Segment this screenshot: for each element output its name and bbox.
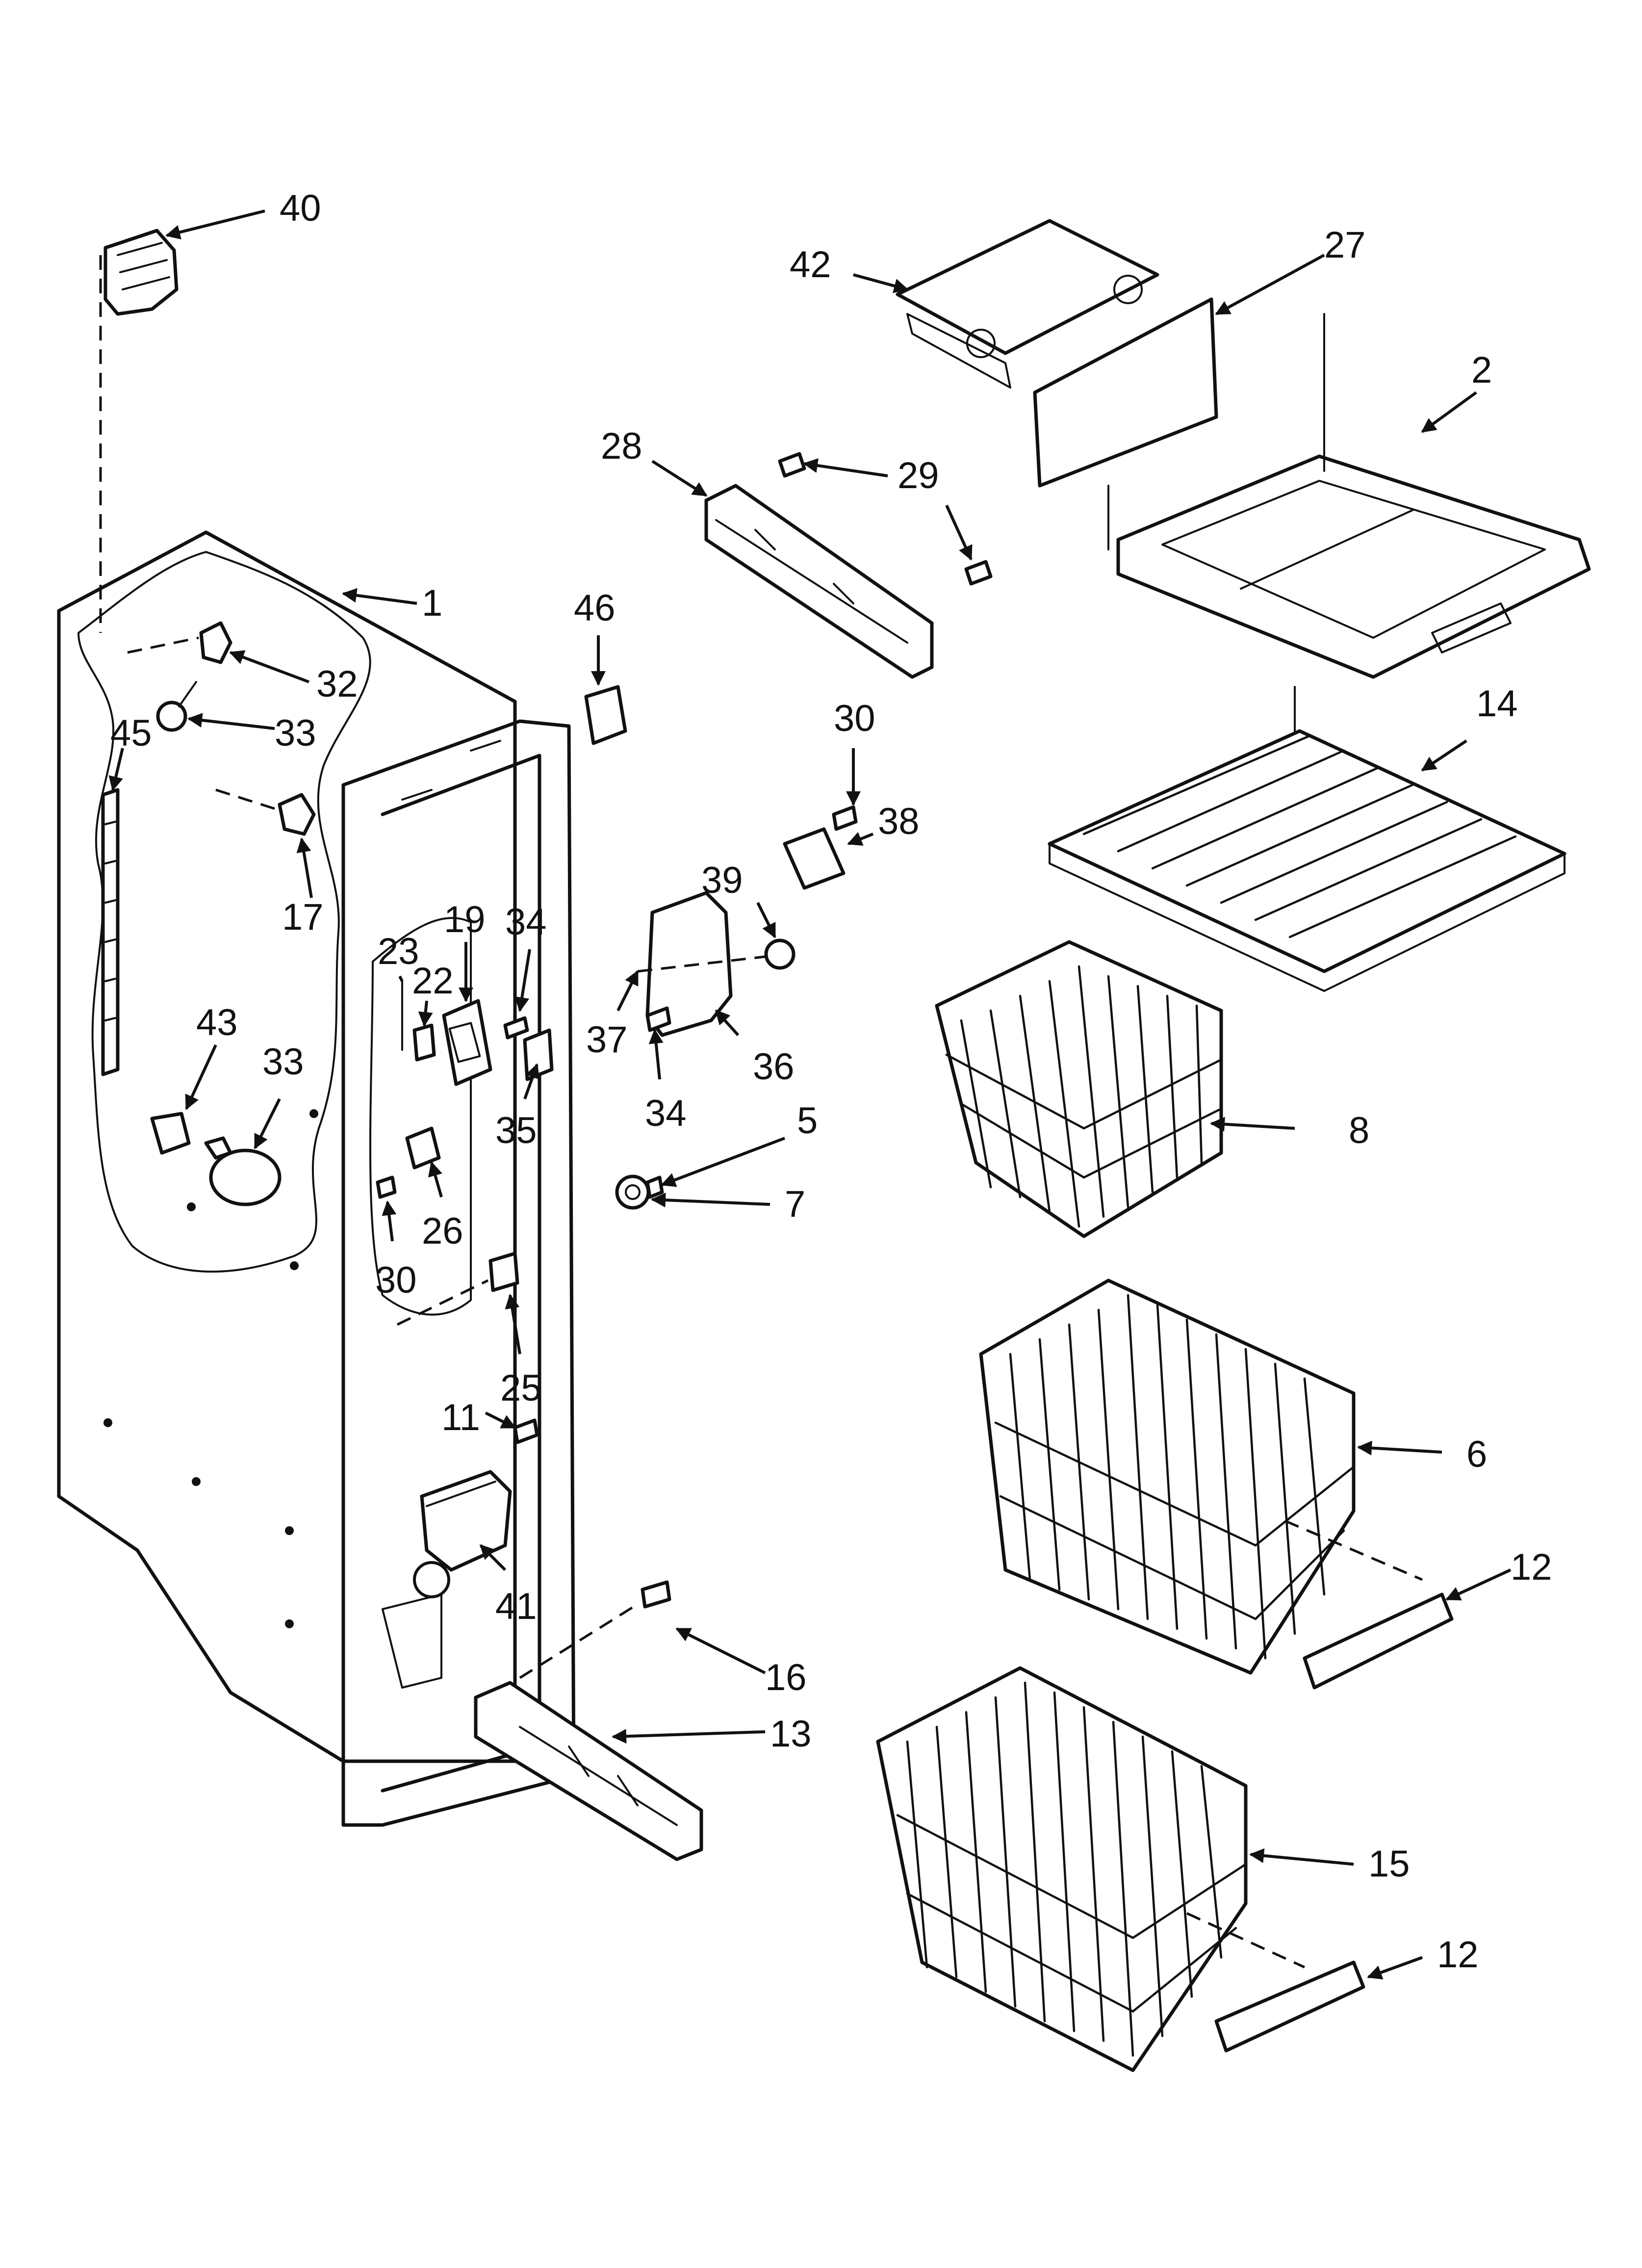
callout-35: 35	[495, 1110, 537, 1151]
part-41-light-housing	[420, 1470, 512, 1572]
part-25-switch	[396, 1251, 519, 1326]
callout-11: 11	[441, 1397, 480, 1438]
part-35-bracket	[523, 1028, 554, 1081]
part-39-knob	[764, 938, 795, 970]
callout-30-lower: 30	[375, 1259, 417, 1301]
part-34-screw	[503, 1016, 529, 1040]
callout-labels: 40 42 27 2 1 28 29 46 32 33 45 17 30 38 …	[110, 187, 1552, 1976]
part-6-wire-basket	[979, 1278, 1423, 1675]
callout-22: 22	[412, 960, 454, 1002]
callout-42: 42	[790, 244, 831, 286]
part-43-socket	[150, 1112, 191, 1155]
callout-25: 25	[500, 1367, 542, 1409]
callout-6: 6	[1466, 1434, 1487, 1475]
callout-14: 14	[1476, 683, 1518, 725]
callout-37: 37	[586, 1019, 628, 1061]
part-29-screws	[778, 452, 993, 586]
part-34-screw-b	[645, 1006, 671, 1032]
part-27-shelf-cover	[1033, 297, 1218, 488]
part-28-shelf-bracket	[704, 484, 934, 679]
part-33-bulb-top	[156, 681, 197, 732]
part-32-light-socket	[127, 621, 232, 664]
callout-41: 41	[495, 1586, 537, 1627]
part-42-hinge-bracket	[896, 219, 1159, 389]
callout-34-upper: 34	[505, 901, 547, 943]
part-19-control-housing	[442, 999, 492, 1086]
callout-23: 23	[378, 931, 419, 972]
callout-13: 13	[770, 1713, 812, 1755]
callout-28: 28	[601, 425, 642, 467]
callout-36: 36	[753, 1046, 795, 1088]
callout-26: 26	[422, 1210, 463, 1252]
part-46-cap	[584, 685, 627, 745]
part-40-vent-cover	[99, 229, 179, 633]
part-12-handle-upper	[1303, 1592, 1454, 1690]
part-16-screw	[519, 1580, 671, 1679]
callout-7: 7	[785, 1183, 805, 1225]
callout-33-lower: 33	[262, 1041, 304, 1083]
part-5-7-knob-assembly	[615, 1174, 664, 1210]
part-14-wire-shelf	[1048, 686, 1566, 992]
callout-8: 8	[1349, 1110, 1369, 1151]
part-17-clip	[215, 788, 316, 836]
callout-32: 32	[316, 663, 358, 705]
callout-5: 5	[797, 1100, 818, 1142]
part-22-23-thermostat-parts	[401, 980, 436, 1062]
callout-39: 39	[701, 860, 743, 901]
part-1-freezer-liner	[57, 530, 576, 1827]
callout-29: 29	[898, 455, 939, 496]
part-33-bulb	[204, 1136, 282, 1206]
leader-arrows	[108, 209, 1512, 1980]
part-11-screw	[513, 1418, 539, 1444]
callout-33-upper: 33	[275, 712, 316, 754]
callout-17: 17	[282, 896, 324, 938]
callout-45: 45	[110, 712, 152, 754]
callout-1: 1	[422, 582, 442, 624]
part-12-handle-lower	[1214, 1960, 1365, 2053]
part-26-switch	[376, 1126, 441, 1199]
part-38-control-board	[783, 805, 858, 890]
part-8-wire-basket	[935, 940, 1223, 1238]
part-13-bottom-trim	[474, 1681, 703, 1861]
callout-2: 2	[1471, 349, 1492, 391]
callout-30-upper: 30	[834, 698, 875, 739]
callout-38: 38	[878, 801, 920, 842]
callout-43: 43	[196, 1002, 238, 1043]
callout-34-lower: 34	[645, 1093, 687, 1134]
callout-19: 19	[444, 899, 486, 940]
callout-46: 46	[574, 587, 616, 629]
callout-12-upper: 12	[1511, 1546, 1552, 1588]
callout-27: 27	[1324, 224, 1366, 266]
part-2-shelf-frame	[1107, 313, 1591, 679]
callout-16: 16	[765, 1657, 807, 1698]
part-45-light-shield	[101, 788, 120, 1076]
part-15-wire-basket	[876, 1666, 1306, 2072]
callout-40: 40	[280, 187, 321, 229]
callout-15: 15	[1368, 1843, 1410, 1885]
callout-12-lower: 12	[1437, 1934, 1479, 1976]
